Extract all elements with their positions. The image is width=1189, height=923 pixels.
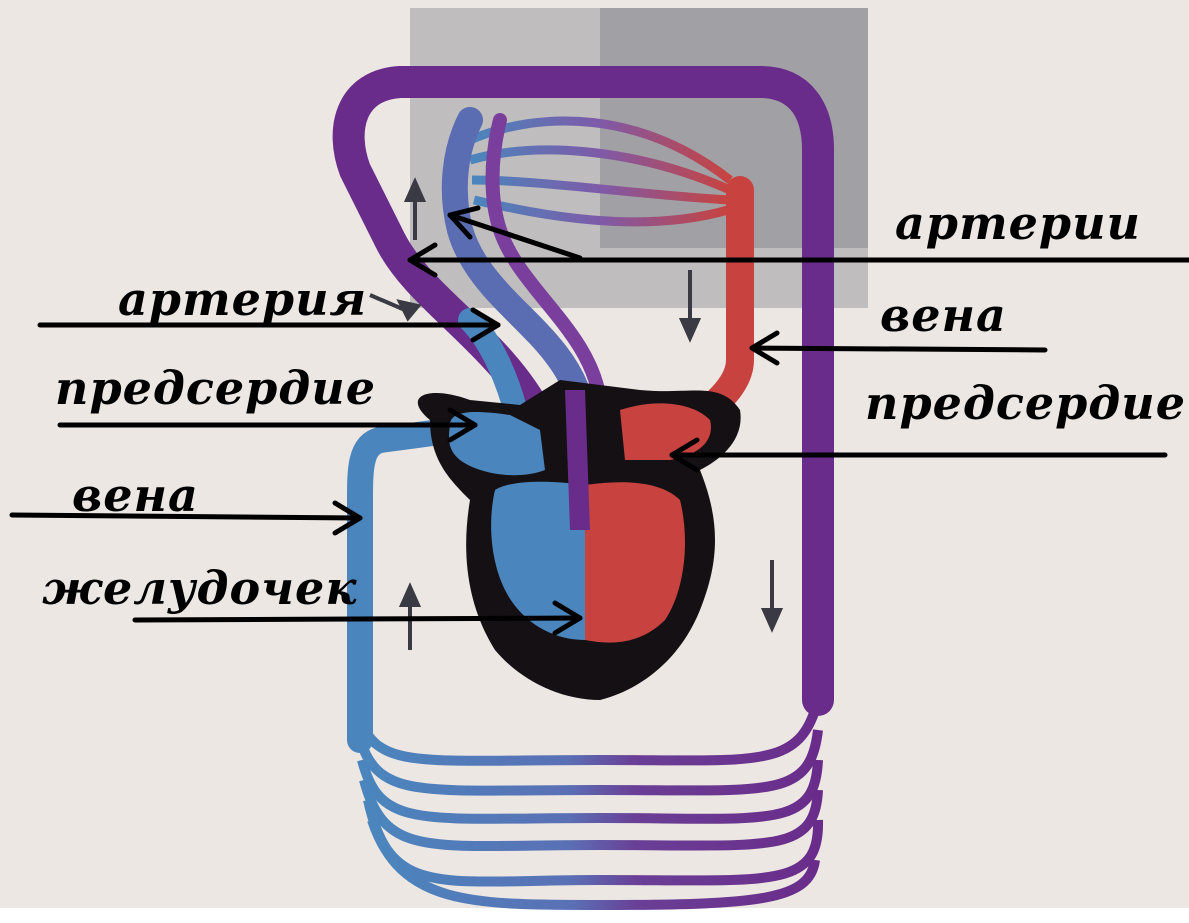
label-atrium-right: предсердие [865,380,1186,426]
label-vein-right: вена [880,292,1007,338]
label-vein-left: вена [72,472,199,518]
label-artery-left: артерия [118,276,367,322]
bottom-band [0,908,1189,923]
label-atrium-left: предсердие [55,365,376,411]
pointer-atrium-right [672,440,1165,470]
systemic-capillaries [360,700,818,905]
label-ventricle: желудочек [42,565,357,611]
label-arteries: артерии [895,200,1141,246]
flow-arrow-down-right-bottom [764,560,780,628]
